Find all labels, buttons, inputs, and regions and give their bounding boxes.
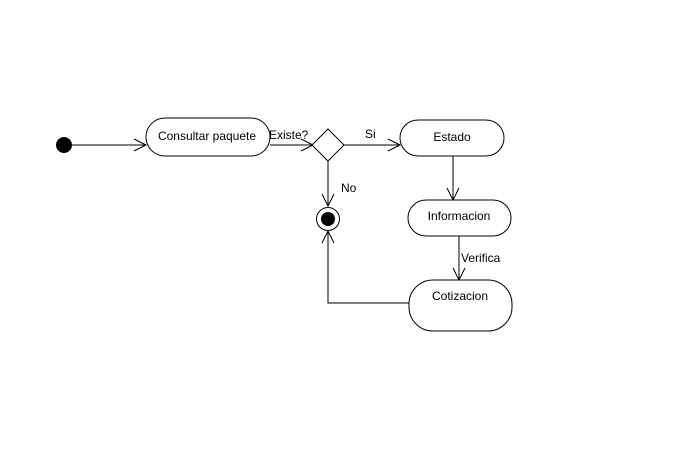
edge-estado-to-informacion: [446, 156, 460, 202]
edge-label-existe: Existe?: [269, 128, 309, 142]
edge-cotizacion-to-final: [321, 229, 409, 304]
edge-consultar-to-decision: Existe?: [269, 128, 315, 152]
edge-label-no: No: [341, 181, 357, 195]
edge-initial-to-consultar: [72, 138, 148, 152]
action-consultar-paquete[interactable]: Consultar paquete: [145, 117, 271, 157]
action-estado[interactable]: Estado: [399, 119, 505, 157]
edge-decision-to-final: No: [321, 161, 357, 208]
action-cotizacion-label: Cotizacion: [432, 289, 488, 303]
edge-label-si: Si: [365, 127, 376, 141]
edge-decision-to-estado: Si: [344, 127, 402, 152]
action-estado-label: Estado: [433, 130, 471, 144]
final-node: [316, 207, 340, 231]
action-informacion[interactable]: Informacion: [407, 199, 512, 237]
decision-node: [311, 128, 345, 162]
initial-node: [56, 137, 72, 153]
edge-label-verifica: Verifica: [461, 251, 501, 265]
action-cotizacion[interactable]: Cotizacion: [408, 279, 513, 332]
edge-informacion-to-cotizacion: Verifica: [452, 236, 501, 282]
action-consultar-label: Consultar paquete: [158, 129, 256, 143]
action-informacion-label: Informacion: [428, 209, 491, 223]
